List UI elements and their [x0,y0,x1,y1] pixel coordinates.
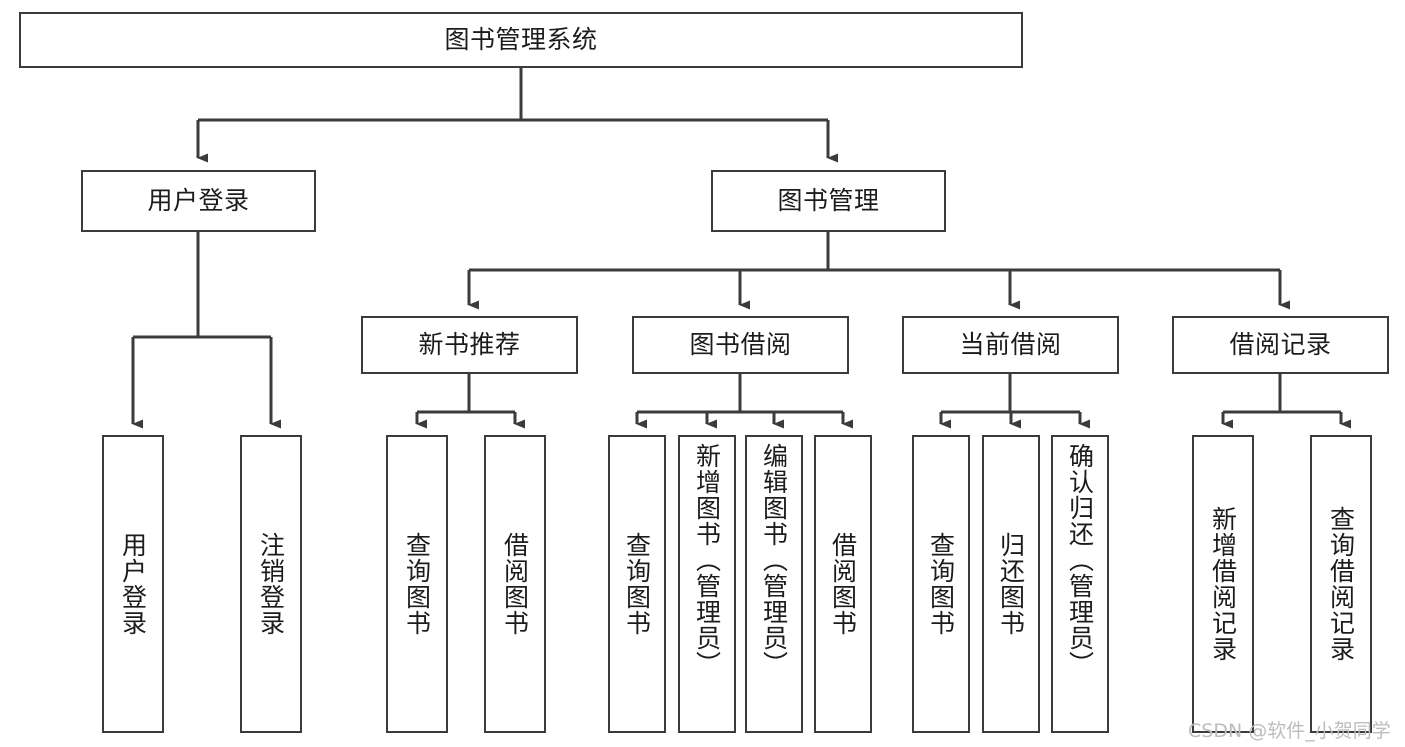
leaf-records-query-record[interactable]: 查询借阅记录 [1310,435,1372,733]
leaf-user-logout-label: 注销登录 [256,532,286,636]
node-user-login[interactable]: 用户登录 [81,170,316,232]
leaf-borrow-borrow-book[interactable]: 借阅图书 [814,435,872,733]
node-new-book-recommend-label: 新书推荐 [418,330,521,360]
leaf-current-confirm-return-admin-label: 确认归还（管理员） [1065,443,1095,677]
leaf-borrow-query-book-label: 查询图书 [622,532,652,636]
leaf-new-books-query-book-label: 查询图书 [402,532,432,636]
leaf-borrow-add-book-admin[interactable]: 新增图书（管理员） [678,435,736,733]
node-book-borrow[interactable]: 图书借阅 [632,316,849,374]
node-book-borrow-label: 图书借阅 [689,330,792,360]
leaf-borrow-borrow-book-label: 借阅图书 [828,532,858,636]
leaf-records-query-record-label: 查询借阅记录 [1326,506,1356,662]
node-new-book-recommend[interactable]: 新书推荐 [361,316,578,374]
leaf-user-login[interactable]: 用户登录 [102,435,164,733]
leaf-records-add-record-label: 新增借阅记录 [1208,506,1238,662]
leaf-borrow-add-book-admin-label: 新增图书（管理员） [692,443,722,677]
node-book-management-label: 图书管理 [777,186,880,216]
csdn-watermark: CSDN @软件_小贺同学 [1188,720,1391,742]
leaf-current-confirm-return-admin[interactable]: 确认归还（管理员） [1051,435,1109,733]
leaf-new-books-borrow-book[interactable]: 借阅图书 [484,435,546,733]
leaf-current-return-book-label: 归还图书 [996,532,1026,636]
leaf-new-books-borrow-book-label: 借阅图书 [500,532,530,636]
leaf-user-login-label: 用户登录 [118,532,148,636]
node-user-login-label: 用户登录 [147,186,250,216]
leaf-new-books-query-book[interactable]: 查询图书 [386,435,448,733]
leaf-borrow-edit-book-admin[interactable]: 编辑图书（管理员） [745,435,803,733]
leaf-current-query-book-label: 查询图书 [926,532,956,636]
leaf-current-query-book[interactable]: 查询图书 [912,435,970,733]
node-book-management[interactable]: 图书管理 [711,170,946,232]
leaf-current-return-book[interactable]: 归还图书 [982,435,1040,733]
node-current-borrow-label: 当前借阅 [959,330,1062,360]
leaf-borrow-query-book[interactable]: 查询图书 [608,435,666,733]
leaf-borrow-edit-book-admin-label: 编辑图书（管理员） [759,443,789,677]
node-current-borrow[interactable]: 当前借阅 [902,316,1119,374]
node-root[interactable]: 图书管理系统 [19,12,1023,68]
leaf-user-logout[interactable]: 注销登录 [240,435,302,733]
leaf-records-add-record[interactable]: 新增借阅记录 [1192,435,1254,733]
node-borrow-records[interactable]: 借阅记录 [1172,316,1389,374]
node-root-label: 图书管理系统 [444,25,598,55]
node-borrow-records-label: 借阅记录 [1229,330,1332,360]
